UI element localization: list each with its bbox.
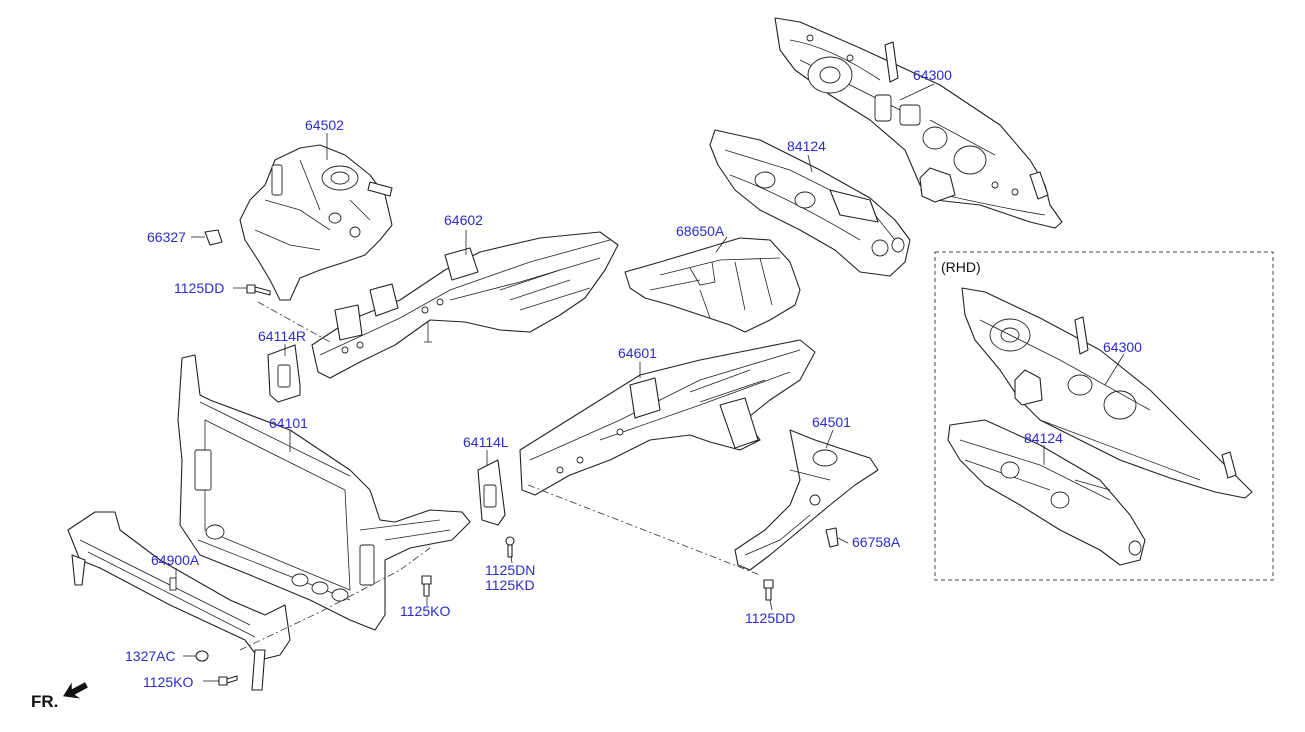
- carrier-64101: [177, 354, 471, 631]
- rhd-variant-box: [934, 251, 1274, 581]
- part-label-1125dd-left[interactable]: 1125DD: [174, 280, 225, 296]
- part-label-1125kd[interactable]: 1125KD: [485, 577, 535, 593]
- part-label-rhd-84124[interactable]: 84124: [1024, 430, 1063, 446]
- part-label-64900a[interactable]: 64900A: [151, 552, 200, 568]
- part-label-1125dd-right[interactable]: 1125DD: [745, 610, 796, 626]
- bracket-64114l: [477, 459, 506, 526]
- part-label-rhd-64300[interactable]: 64300: [1103, 339, 1142, 355]
- part-label-84124[interactable]: 84124: [787, 138, 826, 154]
- wheelhouse-64501: [734, 429, 879, 571]
- insulator-84124: [709, 129, 911, 277]
- part-label-1125ko-bottom[interactable]: 1125KO: [143, 674, 194, 690]
- wheelhouse-64502: [239, 144, 393, 301]
- part-label-64501[interactable]: 64501: [812, 414, 851, 430]
- part-label-66327[interactable]: 66327: [147, 229, 186, 245]
- part-label-64300[interactable]: 64300: [913, 67, 952, 83]
- heat-protector-68650a: [624, 237, 801, 333]
- part-label-64101[interactable]: 64101: [269, 415, 308, 431]
- front-arrow-icon: [63, 682, 88, 699]
- rhd-note: (RHD): [941, 259, 981, 275]
- part-label-1327ac[interactable]: 1327AC: [125, 648, 176, 664]
- bolt-1125dd-left: [246, 284, 271, 296]
- part-label-64502[interactable]: 64502: [305, 117, 344, 133]
- clip-66758a: [825, 527, 839, 548]
- part-label-64114l[interactable]: 64114L: [463, 434, 509, 450]
- bolt-1125dd-right: [763, 579, 774, 601]
- bolt-1125dn: [505, 536, 515, 558]
- reference-line: [257, 301, 331, 343]
- part-label-group-1125dn-1125kd: 1125DN 1125KD: [485, 563, 535, 593]
- side-member-64602: [311, 231, 619, 379]
- side-member-64601: [519, 339, 816, 496]
- part-label-66758a[interactable]: 66758A: [852, 534, 901, 550]
- bracket-64114r: [267, 344, 301, 403]
- bolt-1125ko-mid: [421, 575, 432, 597]
- rhd-dash-panel: [961, 287, 1253, 499]
- bolt-1125ko-bottom: [218, 675, 238, 686]
- part-label-64602[interactable]: 64602: [444, 212, 483, 228]
- clip-66327: [204, 229, 223, 246]
- bumper-beam-64900a: [67, 511, 291, 691]
- part-label-68650a[interactable]: 68650A: [676, 223, 725, 239]
- reference-line: [527, 484, 761, 576]
- part-label-1125dn[interactable]: 1125DN: [485, 562, 536, 578]
- part-label-64114r[interactable]: 64114R: [258, 328, 307, 344]
- part-label-64601[interactable]: 64601: [618, 345, 657, 361]
- nut-1327ac: [195, 650, 209, 662]
- dash-panel-64300: [774, 17, 1063, 229]
- reference-line: [239, 547, 431, 651]
- rhd-insulator: [947, 419, 1146, 566]
- part-label-1125ko-mid[interactable]: 1125KO: [400, 603, 451, 619]
- front-direction-label: FR.: [31, 692, 59, 711]
